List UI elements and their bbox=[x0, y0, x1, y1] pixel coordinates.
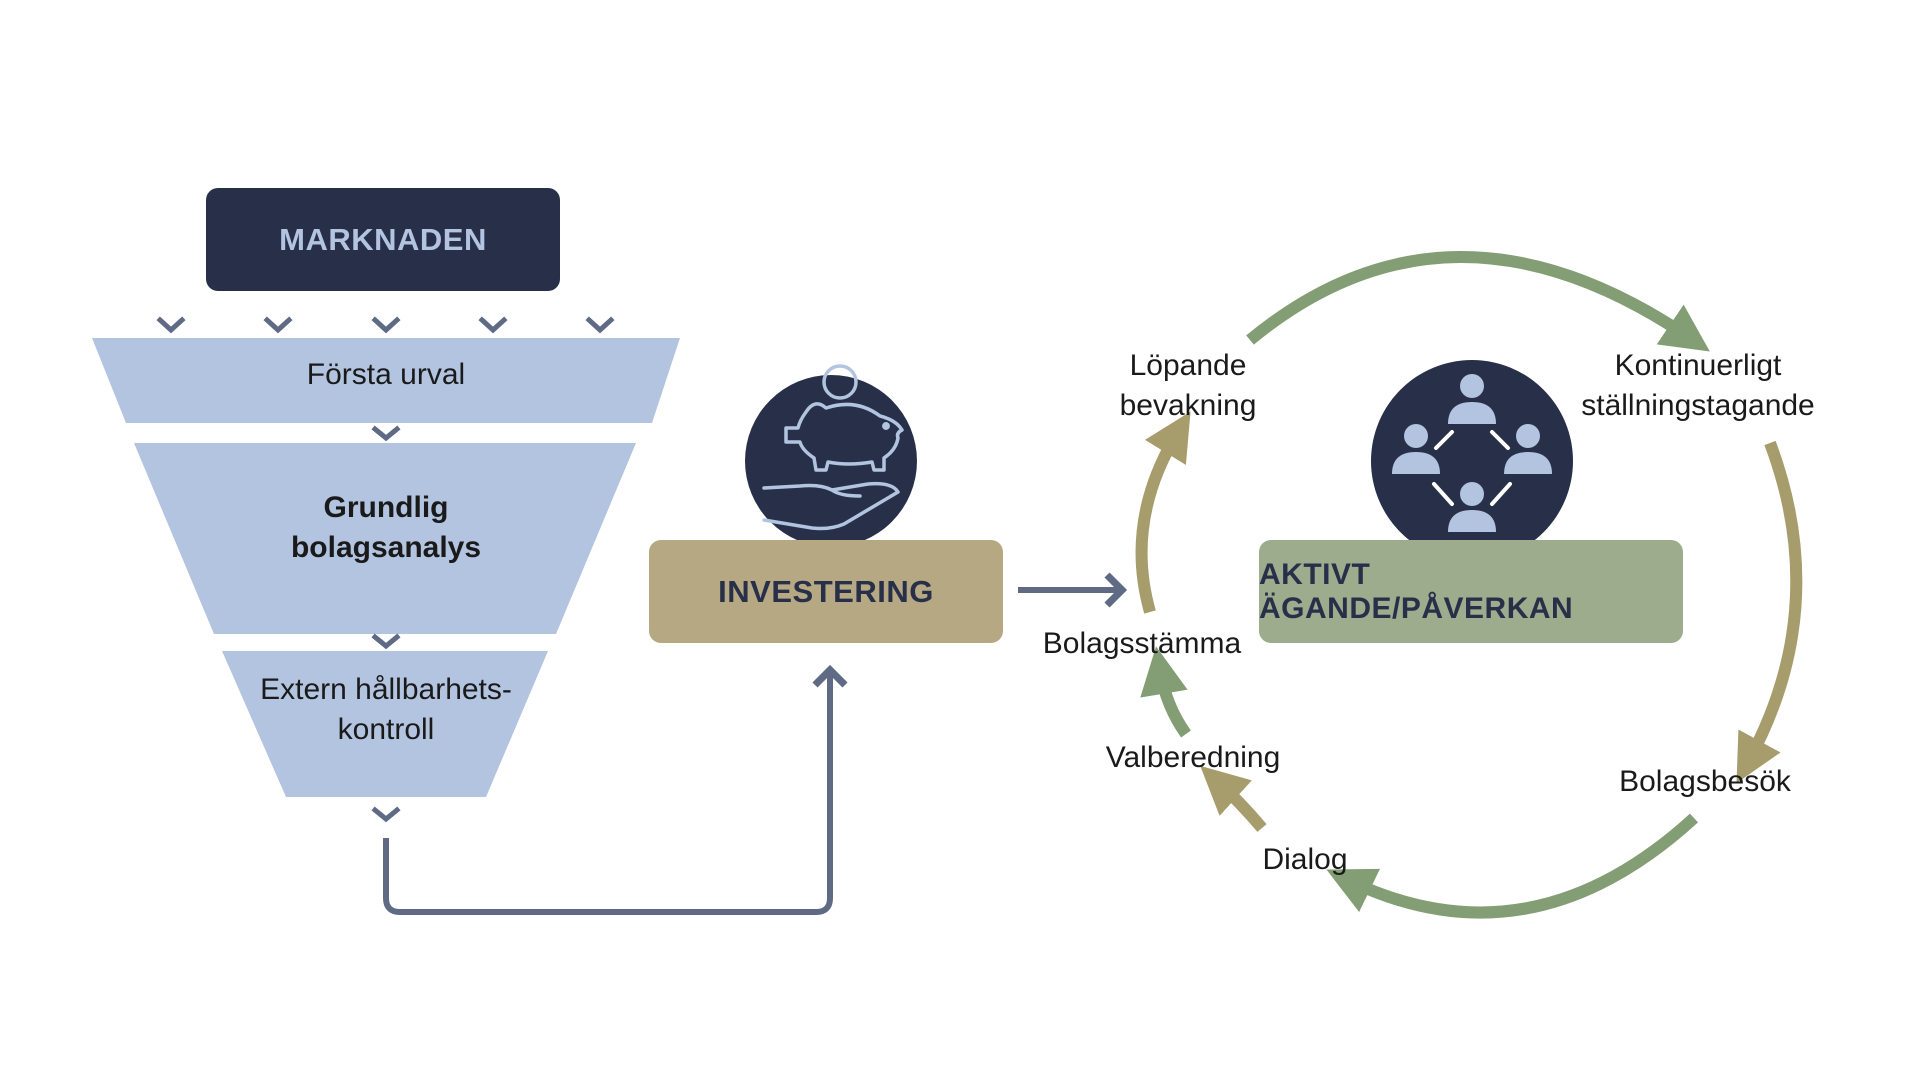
cycle-label-dialog: Dialog bbox=[1262, 843, 1348, 876]
marknaden-label: MARKNADEN bbox=[279, 221, 487, 257]
funnel-stage-3 bbox=[222, 651, 548, 797]
funnel-stage-1 bbox=[92, 338, 680, 423]
cycle-arrow-lopande bbox=[1135, 411, 1191, 614]
chevron-down-icon bbox=[371, 806, 401, 823]
funnel-stage-3-line-1: Extern hållbarhets- bbox=[260, 673, 512, 706]
kont-line-1: Kontinuerligt bbox=[1614, 349, 1782, 382]
funnel-stage-1-label: Första urval bbox=[306, 358, 466, 391]
funnel-stage-2 bbox=[134, 443, 636, 634]
chevron-down-icon bbox=[371, 316, 401, 334]
funnel-stage-2-line-1: Grundlig bbox=[323, 491, 449, 524]
cycle-arrow-dialog bbox=[1200, 765, 1267, 832]
aktivt-agande-box: AKTIVT ÄGANDE/PÅVERKAN bbox=[1259, 540, 1683, 643]
piggy-bank-in-hand-icon bbox=[762, 364, 904, 531]
cycle-label-lopande-bevakning: Löpande bevakning bbox=[1088, 346, 1288, 426]
cycle-arrow-top bbox=[1246, 251, 1710, 352]
cycle-arrow-valberedning bbox=[1140, 646, 1191, 738]
funnel-stage-2-label: Grundlig bolagsanalys bbox=[186, 488, 586, 568]
cycle-label-valberedning: Valberedning bbox=[1105, 741, 1281, 774]
cycle-label-kontinuerligt: Kontinuerligt ställningstagande bbox=[1558, 346, 1838, 426]
funnel-stage-3-line-2: kontroll bbox=[337, 713, 435, 746]
chevron-down-icon bbox=[371, 633, 401, 650]
kont-line-2: ställningstagande bbox=[1581, 389, 1815, 422]
chevron-down-icon bbox=[585, 316, 615, 334]
chevron-down-icon bbox=[263, 316, 293, 334]
aktivt-circle bbox=[1371, 360, 1573, 562]
connected-people-icon bbox=[1392, 374, 1552, 532]
cycle-arrow-right bbox=[1736, 440, 1803, 784]
connector-arrow bbox=[383, 664, 848, 915]
chevron-down-icons bbox=[156, 316, 615, 823]
funnel-stage-2-line-2: bolagsanalys bbox=[290, 531, 482, 564]
chevron-down-icon bbox=[156, 316, 186, 334]
cycle-label-bolagsbesok: Bolagsbesök bbox=[1619, 765, 1791, 798]
lopande-line-2: bevakning bbox=[1119, 389, 1257, 422]
chevron-down-icon bbox=[371, 425, 401, 442]
investering-label: INVESTERING bbox=[718, 573, 934, 609]
aktivt-agande-label: AKTIVT ÄGANDE/PÅVERKAN bbox=[1259, 557, 1574, 625]
chevron-down-icon bbox=[478, 316, 508, 334]
cycle-label-bolagsstamma: Bolagsstämma bbox=[1042, 627, 1242, 660]
investering-box: INVESTERING bbox=[649, 540, 1003, 643]
cycle-arrow-bottom bbox=[1326, 813, 1699, 919]
marknaden-box: MARKNADEN bbox=[206, 188, 560, 291]
lopande-line-1: Löpande bbox=[1129, 349, 1247, 382]
funnel-stage-3-label: Extern hållbarhets- kontroll bbox=[186, 670, 586, 750]
